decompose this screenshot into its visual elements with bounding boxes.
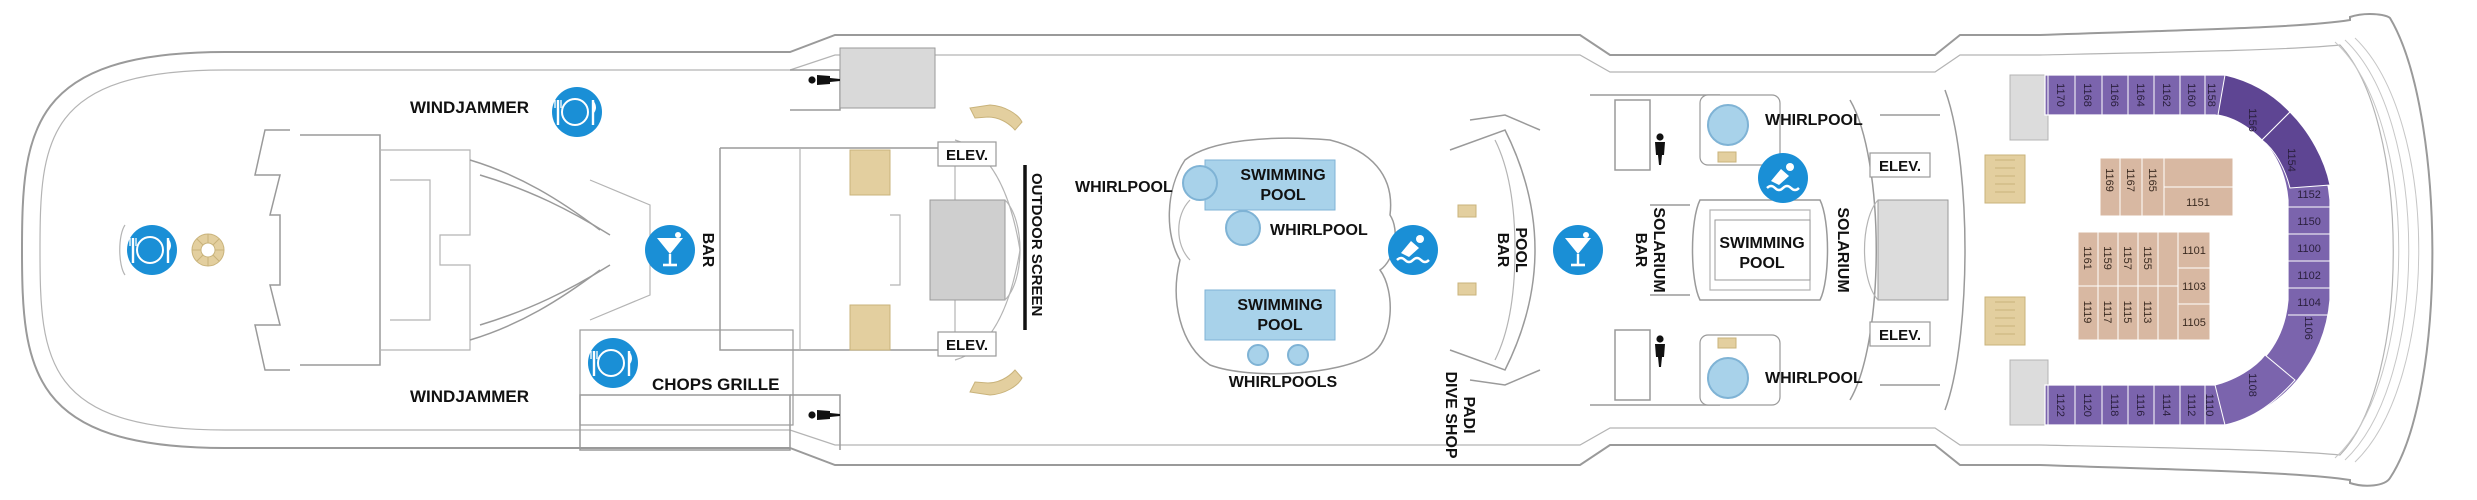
cabin-number: 1117 — [2101, 301, 2113, 324]
cabin-number: 1159 — [2101, 246, 2113, 270]
interior-cabin-dividers — [2078, 158, 2233, 340]
swimming-pool-upper — [1204, 159, 1336, 211]
cabin-number: 1110 — [2203, 394, 2215, 417]
solarium-structure — [1590, 89, 1966, 411]
solarium-pool — [1714, 219, 1811, 281]
dining-icon[interactable] — [586, 336, 640, 390]
cabin-number: 1108 — [2246, 373, 2258, 397]
cabin-number: 1164 — [2134, 83, 2146, 107]
swimming-icon[interactable] — [1756, 151, 1810, 205]
cabin-number: 1116 — [2134, 394, 2146, 417]
dining-icon[interactable] — [125, 223, 179, 277]
whirlpool-center-label: WHIRLPOOL — [1270, 222, 1368, 239]
cabin-number: 1102 — [2297, 270, 2321, 282]
cabin-number: 1112 — [2185, 394, 2197, 417]
whirlpool-left-label: WHIRLPOOL — [1075, 179, 1173, 196]
elevator-label-fwd-top: ELEV. — [1879, 158, 1921, 175]
padi-dive-shop-label: PADIDIVE SHOP — [1442, 371, 1477, 458]
cabin-number: 1118 — [2108, 394, 2120, 417]
cabin-number: 1154 — [2285, 148, 2297, 172]
swimming-pool-lower — [1204, 289, 1336, 341]
swimming-icon[interactable] — [1386, 223, 1440, 277]
inner-deck-line — [39, 44, 2394, 456]
elevator-box-fwd-top — [1869, 152, 1931, 178]
cabin-number: 1170 — [2054, 83, 2066, 107]
elevator-box-aft-top — [937, 141, 997, 167]
cabin-number: 1161 — [2081, 246, 2093, 270]
solarium-bar-label: SOLARIUMBAR — [1632, 207, 1667, 292]
stairs-forward — [1984, 74, 2049, 426]
solarium-whirlpool-top — [1707, 104, 1749, 146]
cabin-number: 1105 — [2182, 317, 2206, 329]
cabin-number: 1103 — [2182, 281, 2206, 293]
cabin-number: 1160 — [2185, 83, 2197, 107]
cabin-number: 1165 — [2146, 168, 2158, 192]
curved-stairs-top — [969, 104, 1023, 131]
elevator-label-aft-top: ELEV. — [946, 147, 988, 164]
elevator-box-fwd-bottom — [1869, 321, 1931, 347]
whirlpool-bottom-right-label: WHIRLPOOL — [1765, 370, 1863, 387]
cabin-number: 1168 — [2081, 83, 2093, 107]
dining-icon[interactable] — [550, 85, 604, 139]
bar-label: BAR — [699, 233, 716, 268]
cabin-number: 1150 — [2297, 216, 2321, 228]
cabin-labels: 1170 1168 1166 1164 1162 1160 1158 1122 1120 1118… — [2054, 83, 2321, 417]
cabin-number: 1155 — [2141, 246, 2153, 270]
elevator-box-aft-bottom — [937, 331, 997, 357]
windjammer-bottom-label: WINDJAMMER — [410, 387, 529, 406]
cabin-number: 1115 — [2121, 301, 2133, 324]
cocktail-bar-icon[interactable] — [1551, 223, 1605, 277]
cabin-number: 1119 — [2081, 301, 2093, 324]
curved-stairs-bottom — [969, 369, 1023, 396]
cabin-number: 1162 — [2160, 83, 2172, 107]
cabin-number: 1156 — [2246, 108, 2258, 132]
cabin-number: 1169 — [2103, 168, 2115, 192]
cabin-number: 1157 — [2121, 246, 2133, 270]
solarium-whirlpool-bottom — [1707, 357, 1749, 399]
cabin-number: 1101 — [2182, 245, 2206, 257]
cabin-number: 1166 — [2108, 83, 2120, 107]
ice-cream-icon[interactable] — [191, 233, 225, 267]
cabin-suite-1108 — [2214, 354, 2296, 426]
pool-bar-structure — [1449, 114, 1541, 386]
solarium-label: SOLARIUM — [1834, 207, 1851, 292]
cabin-number: 1167 — [2124, 168, 2136, 192]
cabin-number: 1158 — [2205, 83, 2217, 107]
whirlpool-circle-left — [1182, 165, 1218, 201]
cabin-number: 1100 — [2297, 243, 2321, 255]
cabin-number: 1120 — [2081, 393, 2093, 417]
elevator-label-aft-bottom: ELEV. — [946, 337, 988, 354]
elevator-label-fwd-bottom: ELEV. — [1879, 327, 1921, 344]
chops-grille-label: CHOPS GRILLE — [652, 375, 780, 394]
cabin-number: 1114 — [2160, 394, 2172, 417]
whirlpool-circle-lower-1 — [1247, 344, 1269, 366]
whirlpools-label: WHIRLPOOLS — [1229, 374, 1338, 391]
cabin-number: 1122 — [2054, 393, 2066, 417]
pool-bar-label: POOLBAR — [1494, 227, 1529, 273]
cabin-number: 1104 — [2297, 297, 2321, 309]
whirlpool-circle-center — [1225, 210, 1261, 246]
bow-rail — [2334, 37, 2420, 463]
outdoor-screen-label: OUTDOOR SCREEN — [1028, 173, 1045, 316]
chops-grille-box — [579, 329, 794, 426]
cabin-number: 1152 — [2297, 189, 2321, 201]
windjammer-top-label: WINDJAMMER — [410, 98, 529, 117]
cocktail-bar-icon[interactable] — [643, 223, 697, 277]
cabin-suite-1154 — [2261, 111, 2331, 189]
cabin-number: 1151 — [2186, 197, 2210, 209]
pool-area — [1168, 137, 1396, 375]
whirlpool-circle-lower-2 — [1287, 344, 1309, 366]
cabin-number: 1113 — [2141, 301, 2153, 324]
whirlpool-top-right-label: WHIRLPOOL — [1765, 112, 1863, 129]
cabin-number: 1106 — [2302, 316, 2314, 340]
